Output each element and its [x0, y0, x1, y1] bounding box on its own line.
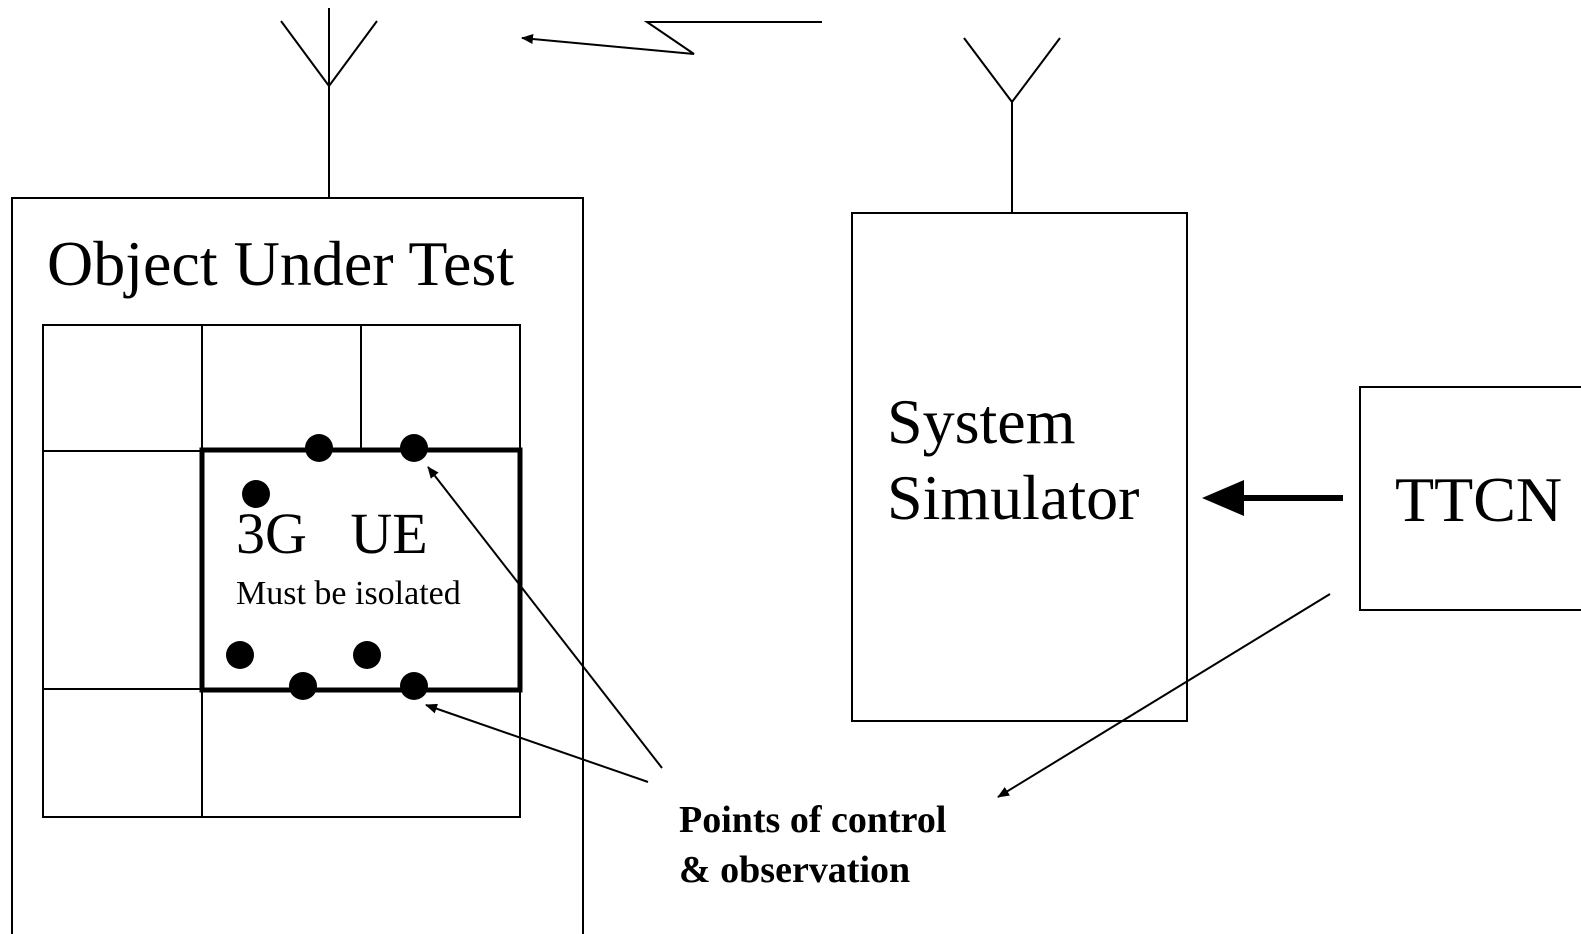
object-under-test-title: Object Under Test — [47, 228, 514, 299]
pco-points — [226, 434, 428, 700]
pco-point — [242, 480, 270, 508]
pco-point — [226, 641, 254, 669]
component-grid — [42, 324, 521, 818]
system-simulator-line2: Simulator — [887, 462, 1139, 533]
pointer-arrow-to-top-pco — [427, 466, 663, 769]
ttcn-box — [1359, 386, 1581, 611]
system-simulator-line1: System — [887, 386, 1075, 457]
ue-antenna-icon — [280, 8, 378, 198]
pointer-arrow-from-ttcn — [997, 593, 1331, 798]
object-under-test-box — [11, 197, 584, 934]
pco-caption-line2: & observation — [679, 849, 910, 891]
ue-box — [199, 447, 523, 693]
simulator-antenna-icon — [963, 37, 1061, 213]
pco-point — [305, 434, 333, 462]
pco-point — [353, 641, 381, 669]
pco-point — [289, 672, 317, 700]
ttcn-to-simulator-arrow — [1202, 480, 1343, 516]
pointer-arrow-to-bottom-pco — [425, 703, 649, 783]
pco-point — [400, 434, 428, 462]
ttcn-label: TTCN — [1395, 464, 1562, 535]
system-simulator-box — [851, 212, 1188, 722]
ue-note: Must be isolated — [236, 575, 461, 612]
radio-link-arrow — [521, 21, 822, 55]
pco-point — [400, 672, 428, 700]
ue-label: 3G UE — [236, 501, 428, 566]
pco-caption-line1: Points of control — [679, 799, 946, 841]
